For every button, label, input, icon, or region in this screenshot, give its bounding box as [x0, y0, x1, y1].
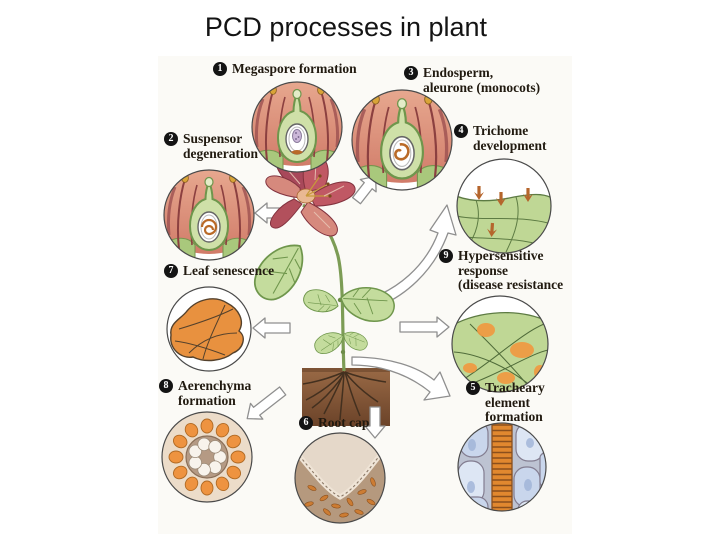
root-cap-inset	[294, 432, 386, 524]
step-number-4-badge: 4	[454, 124, 468, 138]
label-leaf-senescence: 7 Leaf senescence	[164, 263, 275, 279]
arrow-group-front	[246, 356, 451, 439]
trichome-leaf-inset	[456, 158, 552, 254]
stem-node	[340, 349, 346, 355]
arrow-to-endosperm	[351, 175, 377, 205]
step-number-3-badge: 3	[404, 66, 418, 80]
step-label-9: Hypersensitive response (disease resista…	[458, 248, 564, 293]
page-title: PCD processes in plant	[204, 12, 488, 42]
step-number-9-badge: 9	[439, 249, 453, 263]
step-label-6: Root cap	[318, 415, 370, 430]
step-number-2-badge: 2	[164, 132, 178, 146]
step-label-4: Trichome development	[473, 123, 547, 153]
label-endosperm-aleurone: 3 Endosperm, aleurone (monocots)	[404, 65, 541, 95]
hypersensitive-leaf-inset	[451, 295, 549, 393]
arrow-to-hypersensitive	[399, 316, 450, 338]
ovule-suspensor-inset	[163, 169, 255, 261]
label-trichome-development: 4 Trichome development	[454, 123, 547, 153]
step-label-3: Endosperm, aleurone (monocots)	[423, 65, 541, 95]
step-number-5-badge: 5	[466, 381, 480, 395]
arrow-to-root-cap	[364, 406, 386, 439]
arrow-to-aerenchyma	[246, 386, 287, 420]
step-label-8: Aerenchyma formation	[178, 378, 252, 408]
ovule-megaspore-inset	[251, 81, 343, 173]
root-system	[302, 371, 387, 421]
step-number-8-badge: 8	[159, 379, 173, 393]
label-hypersensitive-response: 9 Hypersensitive response (disease resis…	[439, 248, 564, 293]
label-root-cap: 6 Root cap	[299, 415, 370, 431]
step-number-6-badge: 6	[299, 416, 313, 430]
label-aerenchyma-formation: 8 Aerenchyma formation	[159, 378, 252, 408]
step-label-1: Megaspore formation	[232, 61, 357, 76]
arrow-to-tracheary	[351, 356, 451, 401]
step-label-5: Tracheary element formation	[485, 380, 545, 425]
step-number-7-badge: 7	[164, 264, 178, 278]
step-number-1-badge: 1	[213, 62, 227, 76]
senescent-leaf-inset	[166, 286, 252, 372]
aerenchyma-cross-section-inset	[161, 411, 253, 503]
ovule-endosperm-inset	[351, 89, 453, 191]
arrow-to-leaf-senescence	[252, 317, 291, 339]
step-label-7: Leaf senescence	[183, 263, 275, 278]
label-megaspore-formation: 1 Megaspore formation	[213, 61, 357, 77]
step-label-2: Suspensor degeneration	[183, 131, 258, 161]
soil-surface	[302, 368, 390, 372]
label-tracheary-element-formation: 5 Tracheary element formation	[466, 380, 545, 425]
label-suspensor-degeneration: 2 Suspensor degeneration	[164, 131, 258, 161]
